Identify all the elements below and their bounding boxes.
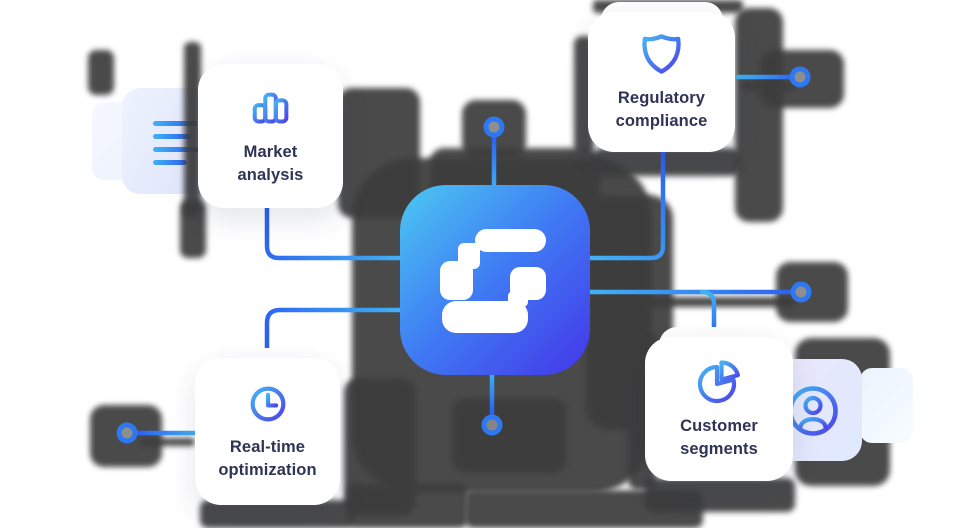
shadow-blob xyxy=(88,50,114,95)
shadow-blob xyxy=(742,82,796,90)
shadow-blob xyxy=(338,88,420,218)
card-real-time-optimization: Real-time optimization xyxy=(195,358,340,505)
shadow-blob xyxy=(90,405,162,467)
app-logo-blocks-icon xyxy=(440,229,546,333)
card-label: Customer segments xyxy=(680,416,758,458)
pie-chart-icon xyxy=(697,360,740,403)
card-label: Market analysis xyxy=(237,142,304,184)
shadow-blob xyxy=(348,484,468,528)
shadow-blob xyxy=(184,42,201,217)
center-app-icon xyxy=(400,185,590,375)
shadow-blob xyxy=(600,297,795,307)
shadow-blob xyxy=(776,262,848,322)
shadow-blob xyxy=(645,478,795,512)
shadow-blob xyxy=(462,100,526,158)
user-card-back xyxy=(860,368,913,443)
user-circle-icon xyxy=(788,386,838,436)
card-customer-segments: Customer segments xyxy=(645,337,793,481)
card-label: Real-time optimization xyxy=(218,438,317,479)
shadow-blob xyxy=(760,50,844,108)
card-regulatory-compliance: Regulatory compliance xyxy=(588,12,735,152)
card-label: Regulatory compliance xyxy=(615,89,708,130)
clock-icon xyxy=(250,386,285,422)
shadow-blob xyxy=(593,148,741,176)
bar-chart-icon xyxy=(252,92,288,124)
shadow-blob xyxy=(735,8,783,222)
shield-icon xyxy=(642,34,681,75)
shadow-blob xyxy=(452,398,567,473)
shadow-blob xyxy=(140,438,195,446)
card-market-analysis: Market analysis xyxy=(198,64,343,208)
